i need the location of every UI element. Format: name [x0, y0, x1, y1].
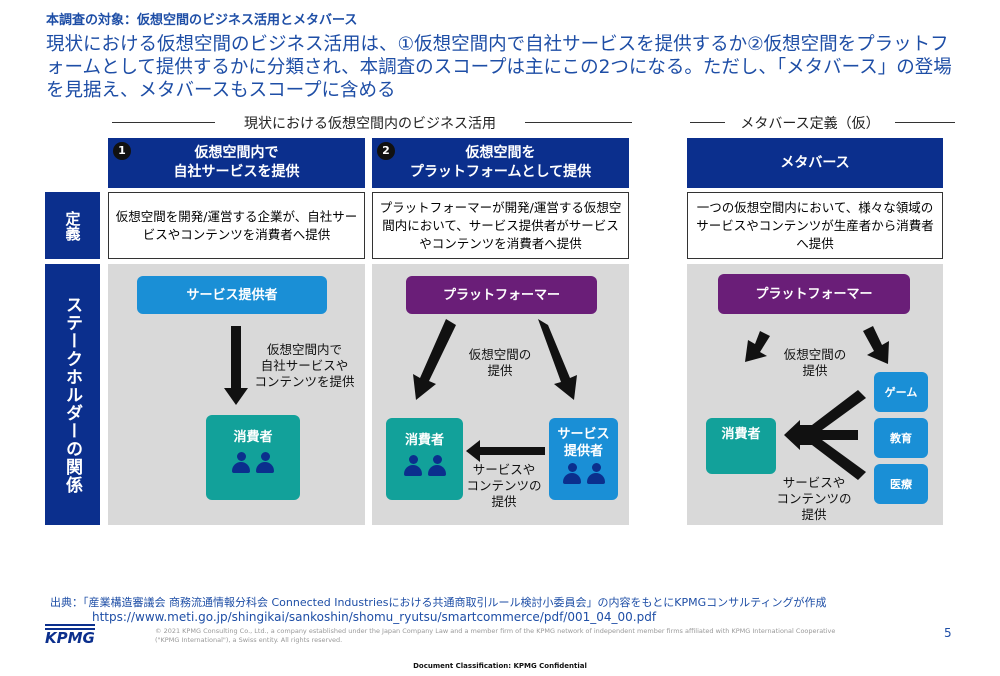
- provider-label: サービス: [557, 427, 610, 442]
- content-label: サービスやコンテンツの提供: [466, 462, 542, 509]
- people-icon: [562, 463, 605, 485]
- arrow-label: 仮想空間内で自社サービスやコンテンツを提供: [254, 342, 355, 389]
- consumer-label: 消費者: [404, 433, 444, 448]
- page-number: 5: [944, 626, 952, 640]
- consumer-box: 消費者: [386, 418, 463, 500]
- converging-arrow-icon: [784, 390, 866, 480]
- row-label-definition: 定義: [45, 192, 100, 259]
- arrow-down-left-icon: [745, 331, 770, 362]
- row-label-stakeholders: ステークホルダーの関係: [45, 264, 100, 525]
- number-badge: 2: [377, 142, 395, 160]
- source-url[interactable]: https://www.meti.go.jp/shingikai/sankosh…: [92, 610, 657, 624]
- section-current: 現状における仮想空間内のビジネス活用: [215, 113, 525, 133]
- service-provider-box: サービス提供者: [549, 418, 618, 500]
- people-icon: [403, 455, 446, 477]
- column-header-2: 2 仮想空間をプラットフォームとして提供: [372, 138, 629, 188]
- domain-education: 教育: [874, 418, 928, 458]
- consumer-box: 消費者: [206, 415, 300, 500]
- definition-1: 仮想空間を開発/運営する企業が、自社サービスやコンテンツを消費者へ提供: [108, 192, 365, 259]
- copyright: © 2021 KPMG Consulting Co., Ltd., a comp…: [155, 627, 836, 644]
- platformer-box: プラットフォーマー: [406, 276, 597, 314]
- arrow-down-left-icon: [413, 319, 456, 400]
- arrow-icons: [224, 319, 889, 480]
- header-line: プラットフォームとして提供: [409, 164, 592, 180]
- arrow-label: 仮想空間の提供: [468, 347, 532, 378]
- column-header-1: 1 仮想空間内で自社サービスを提供: [108, 138, 365, 188]
- definition-2: プラットフォーマーが開発/運営する仮想空間内において、サービス提供者がサービスや…: [372, 192, 629, 259]
- source-note: 出典：「産業構造審議会 商務流通情報分科会 Connected Industri…: [50, 596, 827, 609]
- header-line: 自社サービスを提供: [173, 164, 300, 180]
- domain-game: ゲーム: [874, 372, 928, 412]
- kpmg-logo: KPMG: [45, 624, 95, 646]
- platformer-box: プラットフォーマー: [718, 274, 910, 314]
- domain-medical: 医療: [874, 464, 928, 504]
- definition-metaverse: 一つの仮想空間内において、様々な領域のサービスやコンテンツが生産者から消費者へ提…: [687, 192, 943, 259]
- arrow-down-icon: [224, 326, 248, 405]
- people-icon: [232, 452, 274, 474]
- content-label: サービスやコンテンツの提供: [776, 475, 852, 522]
- arrow-down-right-icon: [863, 326, 889, 364]
- consumer-box: 消費者: [706, 418, 776, 474]
- arrow-left-icon: [466, 440, 545, 462]
- provider-label: 提供者: [563, 444, 603, 459]
- row-label-text: 定義: [63, 210, 82, 241]
- header-line: 仮想空間内で: [194, 145, 279, 161]
- row-label-text: ステークホルダーの関係: [62, 295, 82, 494]
- consumer-label: 消費者: [233, 430, 273, 445]
- slide-lead: 現状における仮想空間のビジネス活用は、①仮想空間内で自社サービスを提供するか②仮…: [46, 34, 952, 101]
- document-classification: Document Classification: KPMG Confidenti…: [413, 662, 587, 670]
- slide-kicker: 本調査の対象：仮想空間のビジネス活用とメタバース: [46, 13, 358, 28]
- arrow-label: 仮想空間の提供: [783, 347, 847, 378]
- column-header-metaverse: メタバース: [687, 138, 943, 188]
- number-badge: 1: [113, 142, 131, 160]
- header-line: 仮想空間を: [465, 145, 536, 161]
- arrow-down-right-icon: [538, 319, 577, 400]
- section-metaverse: メタバース定義（仮）: [725, 113, 895, 133]
- next-chevron-icon: [644, 345, 668, 375]
- service-provider-box: サービス提供者: [137, 276, 327, 314]
